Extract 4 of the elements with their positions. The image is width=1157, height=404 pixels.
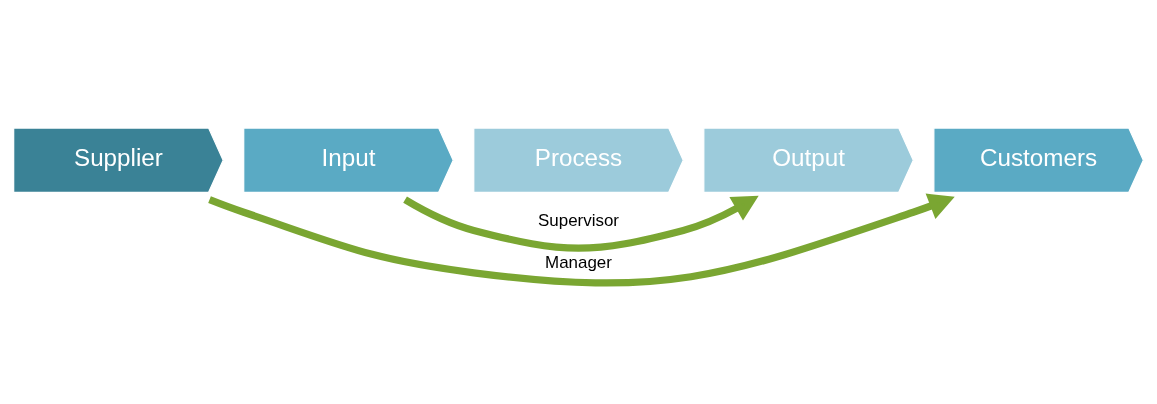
edge-label: Manager [545,253,612,273]
arrow [208,193,955,287]
arrow [403,195,759,252]
edge-label: Supervisor [538,210,619,230]
